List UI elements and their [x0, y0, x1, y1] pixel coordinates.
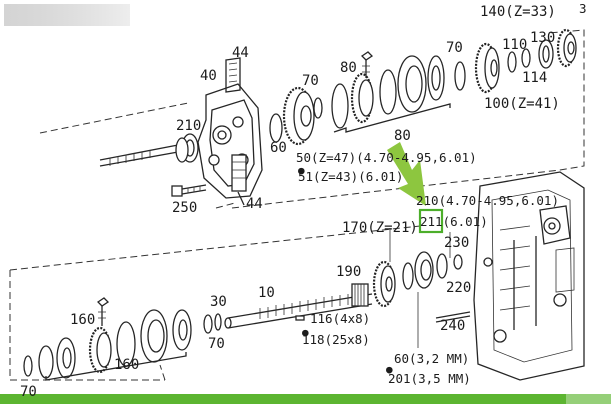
- washer-70-upper-left: [313, 97, 323, 119]
- gear-170: [372, 260, 396, 308]
- gear-140: [556, 28, 577, 68]
- page-number: 3: [579, 1, 587, 16]
- lower-group-bottom-tick: [159, 364, 166, 381]
- housing-bracket-40: [197, 57, 263, 206]
- label-50: 50(Z=47)(4.70-4.95,6.01): [296, 150, 477, 165]
- bracket-160-lower: [45, 352, 187, 381]
- label-170: 170(Z=21): [342, 220, 418, 236]
- upper-shaft-axis-line: [39, 102, 189, 134]
- label-80-pin: 80: [340, 60, 357, 76]
- redacted-header-fade: [4, 4, 130, 26]
- ring-220: [436, 253, 448, 279]
- washer-70-lower-right: [214, 313, 222, 331]
- needle-bearing-190: [351, 283, 369, 307]
- label-140: 140(Z=33): [480, 4, 556, 20]
- bearing-130: [538, 39, 554, 69]
- synchro-assembly-160-lower: [38, 309, 192, 379]
- input-shaft-upper: [99, 144, 179, 167]
- label-44-bottom: 44: [246, 196, 263, 212]
- label-118: 118(25x8): [302, 332, 370, 347]
- bracket-80-upper: [333, 103, 451, 133]
- upper-group-border: [231, 29, 585, 209]
- label-210-upper: 210: [176, 118, 201, 134]
- bullet-201: ●: [386, 363, 393, 376]
- label-160-assembly: 160: [114, 357, 139, 373]
- label-70-upper-right: 70: [446, 40, 463, 56]
- ring-70-upper-right: [454, 61, 466, 91]
- label-250: 250: [172, 200, 197, 216]
- upper-group-border-left: [215, 202, 236, 209]
- label-51: 51(Z=43)(6.01): [298, 169, 403, 184]
- label-80-assembly: 80: [394, 128, 411, 144]
- highlight-box-211: [418, 208, 444, 234]
- bolt-240: [435, 311, 471, 323]
- bottom-accent-bar: [0, 394, 611, 404]
- label-60-upper: 60: [270, 140, 287, 156]
- label-110: 110: [502, 37, 527, 53]
- label-240: 240: [440, 318, 465, 334]
- washer-30: [203, 314, 213, 334]
- gear-50: [282, 86, 315, 146]
- bolt-250: [171, 184, 207, 197]
- pin-160: [96, 297, 110, 326]
- lower-group-left-border: [9, 270, 165, 381]
- bullet-118: ●: [302, 326, 309, 339]
- key-116: [295, 315, 305, 321]
- label-70-lower-right: 70: [208, 336, 225, 352]
- bearing-210-lower: [414, 251, 434, 289]
- ring-60-lower: [402, 262, 414, 290]
- washer-70-lower-left: [23, 355, 33, 377]
- label-60-lower: 60(3,2 MM): [394, 351, 469, 366]
- gearbox-housing-right: [473, 171, 585, 381]
- label-70-lower-left: 70: [20, 384, 37, 400]
- gear-100: [474, 42, 500, 94]
- lower-group-top-border: [9, 225, 421, 271]
- bottom-accent-bar-end: [566, 394, 611, 404]
- ring-60-upper: [269, 113, 283, 143]
- label-40: 40: [200, 68, 217, 84]
- label-210-lower: 210(4.70-4.95,6.01): [416, 193, 559, 208]
- label-30: 30: [210, 294, 227, 310]
- nut-230: [453, 254, 463, 270]
- label-116: 116(4x8): [310, 311, 370, 326]
- label-114: 114: [522, 70, 547, 86]
- label-201: 201(3,5 MM): [388, 371, 471, 386]
- label-160-pin: 160: [70, 312, 95, 328]
- ring-114: [521, 48, 531, 68]
- label-230: 230: [444, 235, 469, 251]
- label-211: 211(6.01): [420, 214, 488, 229]
- bearing-210-upper: [175, 133, 199, 163]
- label-130: 130: [530, 30, 555, 46]
- snap-pin-80: [360, 51, 374, 78]
- synchro-assembly-80-upper: [331, 55, 445, 129]
- label-70-upper-left: 70: [302, 73, 319, 89]
- callout-arrow: [387, 142, 426, 206]
- label-44-top: 44: [232, 45, 249, 61]
- label-220: 220: [446, 280, 471, 296]
- bullet-51: ●: [298, 164, 305, 177]
- ring-110: [507, 51, 517, 73]
- label-100: 100(Z=41): [484, 96, 560, 112]
- label-190: 190: [336, 264, 361, 280]
- label-10: 10: [258, 285, 275, 301]
